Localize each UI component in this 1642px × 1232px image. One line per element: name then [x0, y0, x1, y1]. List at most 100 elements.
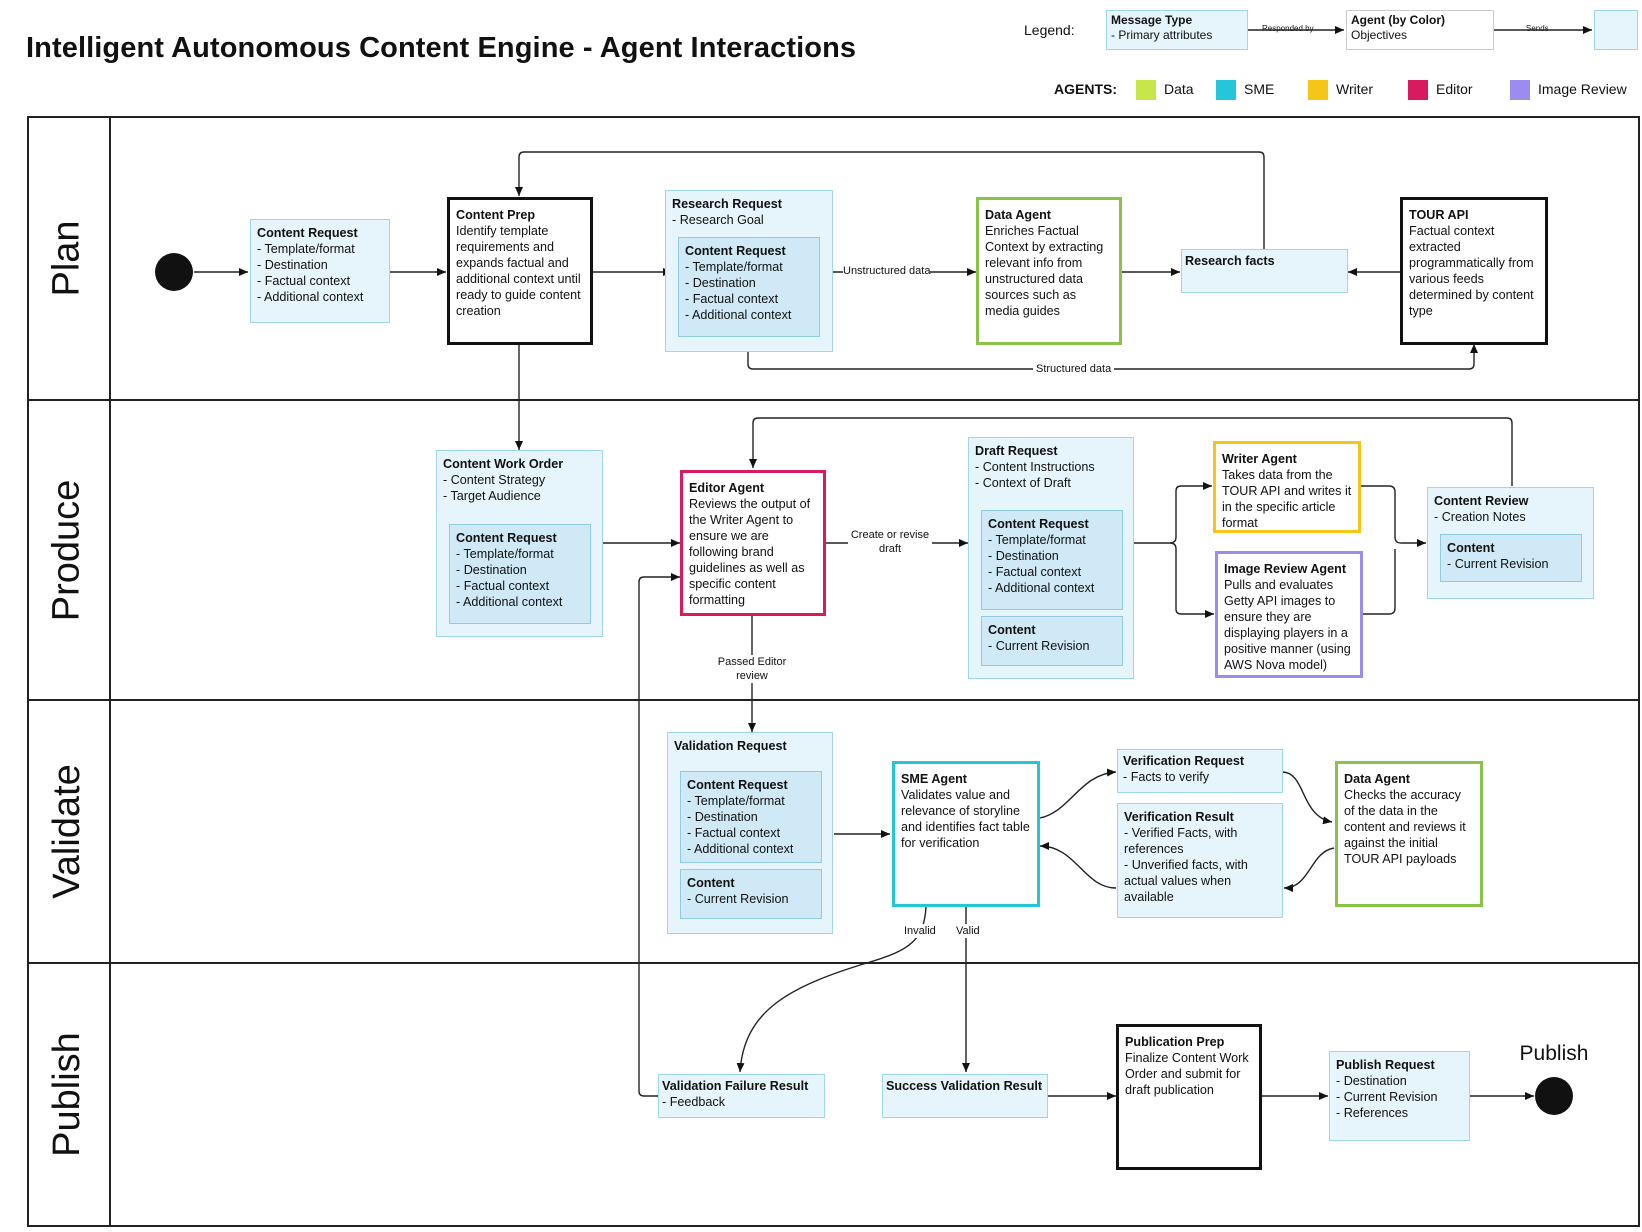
swimlane-frame	[27, 116, 1640, 1227]
legend-label: Legend:	[1024, 22, 1075, 38]
verification-result-title: Verification Result	[1124, 810, 1234, 824]
verification-request-title: Verification Request	[1123, 754, 1245, 768]
sme-agent-title: SME Agent	[901, 772, 968, 786]
content-review-line: - Creation Notes	[1434, 510, 1526, 524]
legend-message-sub: - Primary attributes	[1111, 28, 1213, 42]
writer-agent: Writer Agent Takes data from the TOUR AP…	[1213, 441, 1361, 533]
image-review-agent: Image Review Agent Pulls and evaluates G…	[1215, 551, 1363, 678]
editor-agent-title: Editor Agent	[689, 481, 765, 495]
content-review-inner-line: - Current Revision	[1447, 557, 1549, 571]
publication-prep-text: Finalize Content Work Order and submit f…	[1125, 1051, 1249, 1097]
plan-data-agent-text: Enriches Factual Context by extracting r…	[985, 224, 1104, 318]
failure-result-title: Validation Failure Result	[662, 1079, 809, 1093]
draft-inner-request: Content Request - Template/format - Dest…	[981, 510, 1123, 610]
arrow-draft-to-image	[1169, 542, 1214, 618]
legend-responded-by: Responded by	[1262, 24, 1314, 34]
sme-agent: SME Agent Validates value and relevance …	[892, 761, 1040, 907]
legend-agent: Agent (by Color) Objectives	[1346, 10, 1494, 50]
content-work-order: Content Work Order - Content Strategy - …	[436, 450, 603, 637]
arrow-verification-to-data	[1281, 771, 1333, 825]
publish-request-line: - Destination	[1336, 1074, 1407, 1088]
editor-agent: Editor Agent Reviews the output of the W…	[680, 470, 826, 616]
arrow-facts-to-prep	[515, 151, 1265, 250]
research-request: Research Request - Research Goal Content…	[665, 190, 833, 352]
arrow-writer-to-review	[1361, 485, 1426, 547]
label-invalid: Invalid	[902, 924, 938, 938]
work-order-inner-line: - Additional context	[456, 595, 563, 609]
validate-data-agent-text: Checks the accuracy of the data in the c…	[1344, 788, 1466, 866]
sme-agent-text: Validates value and relevance of storyli…	[901, 788, 1030, 850]
work-order-inner: Content Request - Template/format - Dest…	[449, 524, 591, 624]
validation-request: Validation Request Content Request - Tem…	[667, 732, 833, 934]
plan-data-agent-title: Data Agent	[985, 208, 1052, 222]
page-title: Intelligent Autonomous Content Engine - …	[26, 32, 857, 64]
writer-agent-title: Writer Agent	[1222, 452, 1297, 466]
validation-inner-request-line: - Template/format	[687, 794, 785, 808]
verification-result-line: - Unverified facts, with actual values w…	[1124, 858, 1248, 904]
agent-name-writer: Writer	[1336, 81, 1374, 97]
research-facts-title: Research facts	[1185, 254, 1275, 268]
arrow-review-to-editor	[749, 417, 1513, 486]
work-order-title: Content Work Order	[443, 457, 564, 471]
plan-content-request-line: - Destination	[257, 258, 328, 272]
writer-agent-text: Takes data from the TOUR API and writes …	[1222, 468, 1352, 530]
research-request-inner: Content Request - Template/format - Dest…	[678, 237, 820, 337]
content-review: Content Review - Creation Notes Content …	[1427, 487, 1594, 599]
validation-inner-content: Content - Current Revision	[680, 869, 822, 919]
validation-inner-request: Content Request - Template/format - Dest…	[680, 771, 822, 863]
lane-produce: Produce	[28, 400, 106, 700]
draft-request-line: - Content Instructions	[975, 460, 1095, 474]
work-order-inner-title: Content Request	[456, 531, 557, 545]
content-prep-text: Identify template requirements and expan…	[456, 224, 581, 318]
draft-inner-content-title: Content	[988, 623, 1036, 637]
success-result-title: Success Validation Result	[886, 1079, 1043, 1093]
legend-agent-sub: Objectives	[1351, 28, 1408, 42]
agent-name-editor: Editor	[1436, 81, 1473, 97]
lane-validate: Validate	[28, 700, 106, 963]
content-review-inner: Content - Current Revision	[1440, 534, 1582, 582]
agent-name-image-review: Image Review	[1538, 81, 1627, 97]
research-inner-line: - Factual context	[685, 292, 779, 306]
work-order-inner-line: - Template/format	[456, 547, 554, 561]
publish-request-title: Publish Request	[1336, 1058, 1435, 1072]
agent-name-sme: SME	[1244, 81, 1275, 97]
editor-agent-text: Reviews the output of the Writer Agent t…	[689, 497, 811, 607]
validate-data-agent: Data Agent Checks the accuracy of the da…	[1335, 761, 1483, 907]
image-agent-title: Image Review Agent	[1224, 562, 1347, 576]
content-prep: Content Prep Identify template requireme…	[447, 197, 593, 345]
plan-content-request-title: Content Request	[257, 226, 358, 240]
arrow-result-to-sme	[1039, 842, 1117, 889]
publication-prep-title: Publication Prep	[1125, 1035, 1225, 1049]
publish-request-line: - Current Revision	[1336, 1090, 1438, 1104]
label-structured-data: Structured data	[1033, 362, 1115, 376]
draft-request-title: Draft Request	[975, 444, 1058, 458]
research-facts: Research facts	[1181, 249, 1348, 293]
draft-inner-content-line: - Current Revision	[988, 639, 1090, 653]
plan-content-request-line: - Factual context	[257, 274, 351, 288]
plan-content-request: Content Request - Template/format - Dest…	[250, 219, 390, 323]
label-passed-editor-review: Passed Editor review	[710, 655, 794, 683]
content-review-inner-title: Content	[1447, 541, 1495, 555]
validation-inner-request-line: - Additional context	[687, 842, 794, 856]
validation-inner-content-title: Content	[687, 876, 735, 890]
validation-failure-result: Validation Failure Result - Feedback	[658, 1074, 825, 1118]
image-agent-text: Pulls and evaluates Getty API images to …	[1224, 578, 1351, 672]
content-prep-title: Content Prep	[456, 208, 536, 222]
research-inner-line: - Destination	[685, 276, 756, 290]
work-order-inner-line: - Factual context	[456, 579, 550, 593]
agent-name-data: Data	[1164, 81, 1194, 97]
validation-request-title: Validation Request	[674, 739, 787, 753]
label-create-revise: Create or revise draft	[848, 528, 932, 556]
plan-content-request-line: - Template/format	[257, 242, 355, 256]
tour-api: TOUR API Factual context extracted progr…	[1400, 197, 1548, 345]
publish-request: Publish Request - Destination - Current …	[1329, 1051, 1470, 1141]
research-request-line: - Research Goal	[672, 213, 764, 227]
work-order-line: - Target Audience	[443, 489, 541, 503]
success-validation-result: Success Validation Result	[882, 1074, 1048, 1118]
draft-request-line: - Context of Draft	[975, 476, 1071, 490]
research-inner-title: Content Request	[685, 244, 786, 258]
end-node-label: Publish	[1519, 1042, 1589, 1065]
validation-inner-content-line: - Current Revision	[687, 892, 789, 906]
lane-label-publish: Publish	[45, 1032, 88, 1157]
